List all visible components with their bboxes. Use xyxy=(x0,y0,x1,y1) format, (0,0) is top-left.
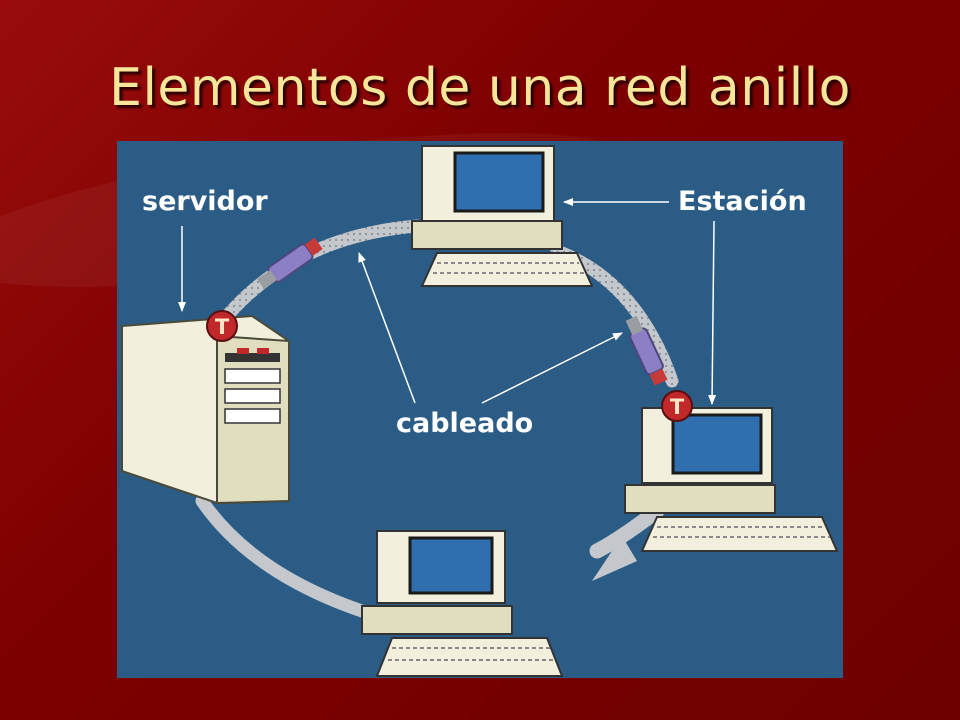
server-label: servidor xyxy=(142,186,268,217)
station-pointer-arrow-right xyxy=(708,220,717,405)
cabling-pointer-arrow-left xyxy=(358,252,416,404)
cabling-pointer-arrow-right xyxy=(481,332,623,404)
slide-title: Elementos de una red anillo xyxy=(109,58,851,118)
connector-top-right xyxy=(625,315,668,386)
station-label: Estación xyxy=(678,186,807,217)
connector-top-left xyxy=(257,237,323,289)
ring-direction-arrowhead xyxy=(592,536,637,581)
computer-right xyxy=(624,407,839,552)
terminator-station: T xyxy=(661,390,693,422)
diagram-canvas: T T xyxy=(121,145,839,677)
cable-segment-bottom-left xyxy=(195,494,394,626)
computer-top xyxy=(411,145,594,287)
terminator-server: T xyxy=(206,310,238,342)
computer-bottom xyxy=(361,530,564,677)
server-tower xyxy=(121,314,290,505)
svg-text:T: T xyxy=(670,395,685,419)
cable-segment-bottom-right-arrow xyxy=(589,503,665,559)
ring-network-diagram: T T servidor Estación cableado xyxy=(117,141,843,678)
cabling-label: cableado xyxy=(396,408,534,439)
cable-segment-top-left xyxy=(220,219,424,323)
svg-text:T: T xyxy=(215,315,230,339)
